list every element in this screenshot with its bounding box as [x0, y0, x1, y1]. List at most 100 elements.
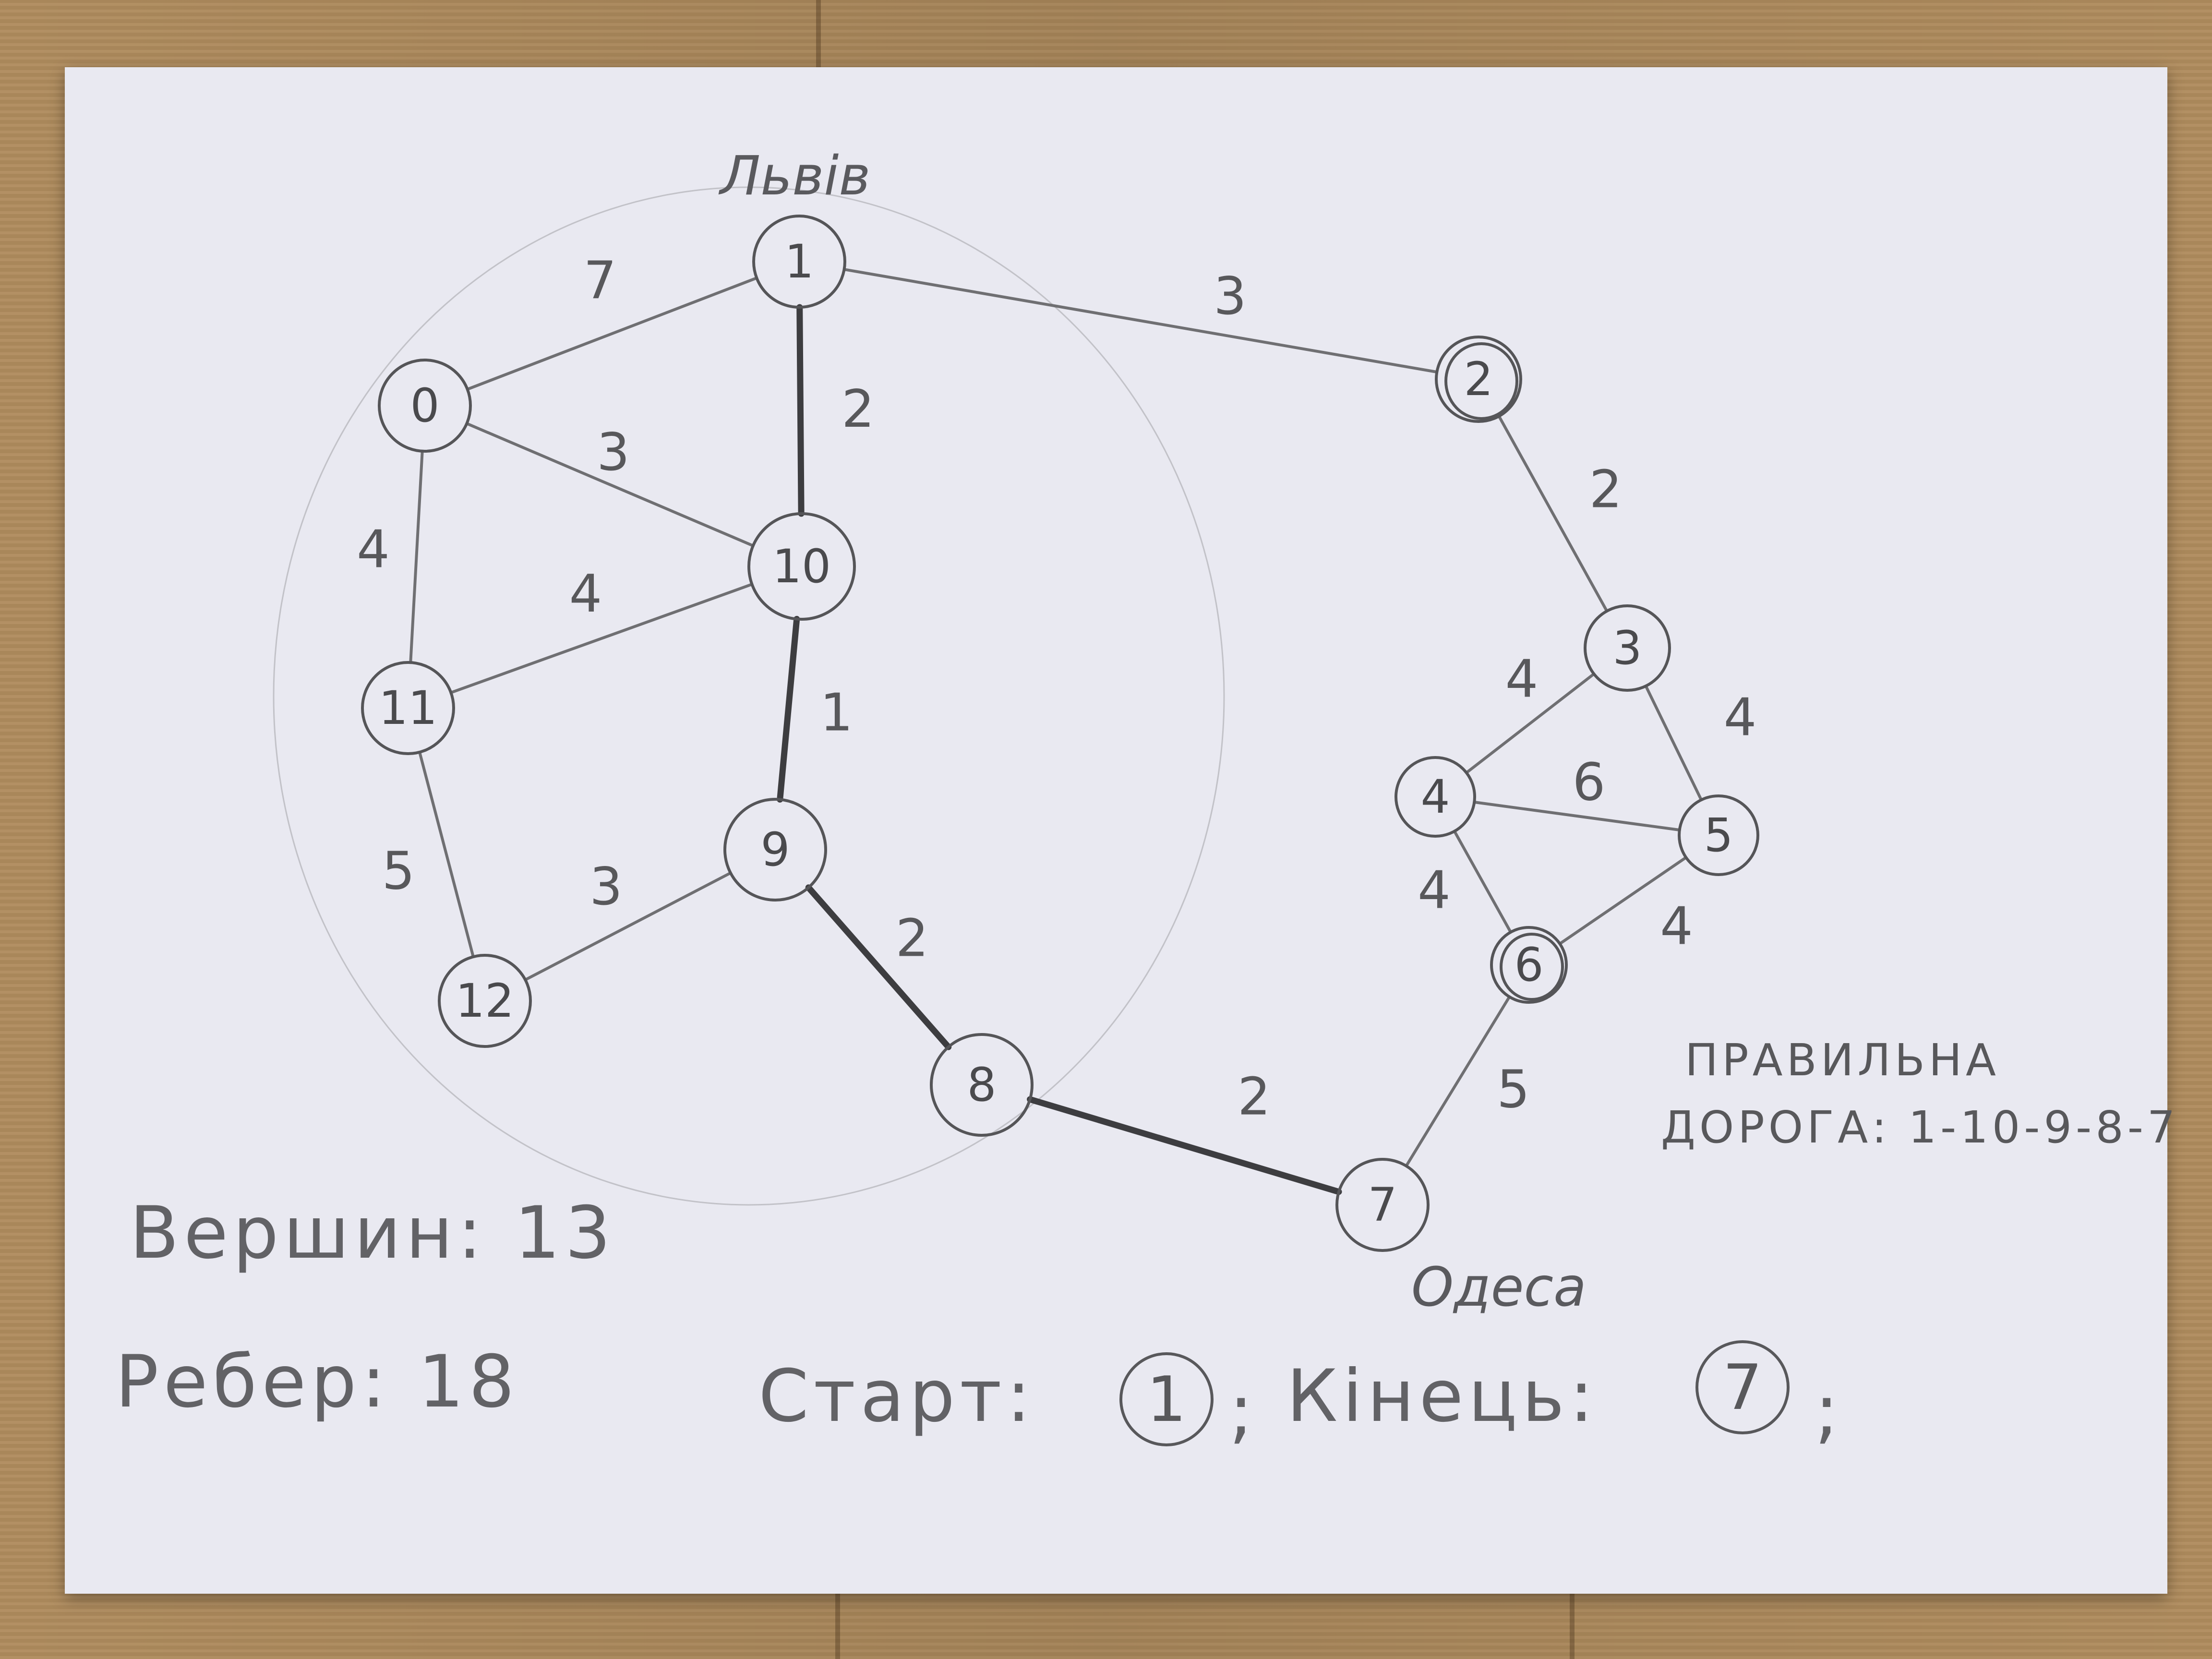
- node-label: 10: [772, 540, 831, 593]
- start-node-value: 1: [1147, 1363, 1187, 1436]
- edge-5-6: [1558, 856, 1688, 945]
- node-label: 9: [760, 823, 790, 877]
- node-5: 5: [1678, 794, 1759, 876]
- edge-0-1: [466, 276, 758, 391]
- pencil-oval: [273, 186, 1225, 1206]
- node-circle: [1395, 756, 1476, 838]
- edge-11-10: [449, 583, 754, 694]
- node-label: 1: [784, 235, 814, 289]
- node-label: 4: [1420, 770, 1450, 824]
- edge-4-6: [1453, 830, 1513, 934]
- node-circle: [1490, 926, 1568, 1004]
- start-label: Старт:: [758, 1355, 1035, 1438]
- node-circle: [378, 359, 472, 453]
- path-note-line2: ДОРОГА: 1-10-9-8-7: [1661, 1102, 2179, 1153]
- edge-weight-5-6: 4: [1660, 897, 1693, 957]
- node-circle-overdraw: [1444, 342, 1518, 420]
- edge-3-5: [1644, 685, 1703, 802]
- node-1: 1: [752, 215, 846, 309]
- edge-weight-8-7: 2: [1238, 1067, 1271, 1127]
- edge-weight-9-12: 3: [589, 857, 623, 917]
- city-label-start: Львів: [718, 145, 870, 207]
- node-label: 0: [410, 379, 439, 433]
- table-seam: [835, 1594, 840, 1659]
- edge-weight-3-5: 4: [1724, 688, 1757, 748]
- start-separator: ;: [1229, 1369, 1258, 1453]
- edge-1-10: [796, 304, 805, 517]
- node-8: 8: [930, 1033, 1034, 1137]
- node-circle: [1678, 794, 1759, 876]
- node-3: 3: [1584, 604, 1671, 692]
- edge-weight-9-8: 2: [896, 909, 929, 969]
- paper-sheet: [65, 67, 2167, 1594]
- node-circle: [747, 512, 856, 621]
- edge-11-12: [418, 750, 475, 959]
- node-label: 3: [1612, 621, 1642, 675]
- edge-weight-11-10: 4: [569, 564, 602, 624]
- node-label: 6: [1514, 938, 1543, 992]
- node-label: 2: [1464, 352, 1493, 406]
- end-node-marker: [1695, 1340, 1790, 1434]
- edge-weight-6-7: 5: [1497, 1060, 1530, 1120]
- node-10: 10: [747, 512, 856, 621]
- edge-9-8: [805, 884, 952, 1050]
- edge-0-11: [409, 449, 424, 664]
- node-0: 0: [378, 359, 472, 453]
- node-label: 8: [967, 1058, 996, 1112]
- edge-weight-2-3: 2: [1589, 460, 1623, 520]
- edge-weight-3-4: 4: [1505, 649, 1539, 709]
- node-2: 2: [1435, 336, 1522, 423]
- edge-count: Ребер: 18: [115, 1340, 519, 1424]
- node-label: 5: [1704, 808, 1733, 862]
- edge-weight-1-2: 3: [1214, 266, 1247, 326]
- end-separator: ;: [1815, 1369, 1844, 1453]
- edge-4-5: [1473, 801, 1681, 831]
- node-circle: [361, 661, 455, 755]
- edge-9-12: [524, 871, 732, 982]
- edge-1-2: [842, 268, 1439, 373]
- node-circle: [723, 798, 827, 902]
- edge-0-10: [465, 422, 755, 547]
- node-11: 11: [361, 661, 455, 755]
- vertex-count: Вершин: 13: [130, 1191, 615, 1275]
- node-circle: [930, 1033, 1034, 1137]
- node-label: 11: [379, 681, 437, 735]
- edge-weight-11-12: 5: [382, 842, 415, 902]
- edge-10-9: [777, 616, 800, 803]
- end-label: Кінець:: [1286, 1355, 1599, 1438]
- table-seam: [1570, 1594, 1575, 1659]
- edge-6-7: [1405, 995, 1511, 1167]
- path-note-line1: ПРАВИЛЬНА: [1685, 1034, 2000, 1086]
- node-9: 9: [723, 798, 827, 902]
- edge-3-4: [1465, 672, 1596, 774]
- edges-layer: [409, 268, 1703, 1195]
- edge-weight-1-10: 2: [842, 379, 875, 439]
- node-circle: [1584, 604, 1671, 692]
- node-12: 12: [438, 954, 532, 1048]
- edge-2-3: [1497, 414, 1609, 613]
- node-label: 7: [1368, 1178, 1397, 1232]
- node-circle: [438, 954, 532, 1048]
- edge-weight-0-10: 3: [597, 422, 630, 482]
- node-circle: [752, 215, 846, 309]
- edge-weight-0-11: 4: [357, 520, 390, 580]
- edge-weight-0-1: 7: [584, 251, 617, 311]
- start-node-marker: [1119, 1352, 1214, 1446]
- node-circle-overdraw: [1500, 933, 1564, 1001]
- edge-8-7: [1027, 1096, 1342, 1195]
- node-circle: [1435, 336, 1522, 423]
- node-4: 4: [1395, 756, 1476, 838]
- node-6: 6: [1490, 926, 1568, 1004]
- table-seam: [816, 0, 821, 67]
- edge-weight-4-5: 6: [1573, 753, 1606, 813]
- node-label: 12: [456, 974, 514, 1028]
- node-7: 7: [1335, 1158, 1430, 1252]
- city-label-end: Одеса: [1411, 1256, 1587, 1319]
- node-circle: [1335, 1158, 1430, 1252]
- end-node-value: 7: [1723, 1351, 1763, 1424]
- edge-weight-10-9: 1: [820, 683, 853, 743]
- edge-weight-4-6: 4: [1418, 861, 1451, 921]
